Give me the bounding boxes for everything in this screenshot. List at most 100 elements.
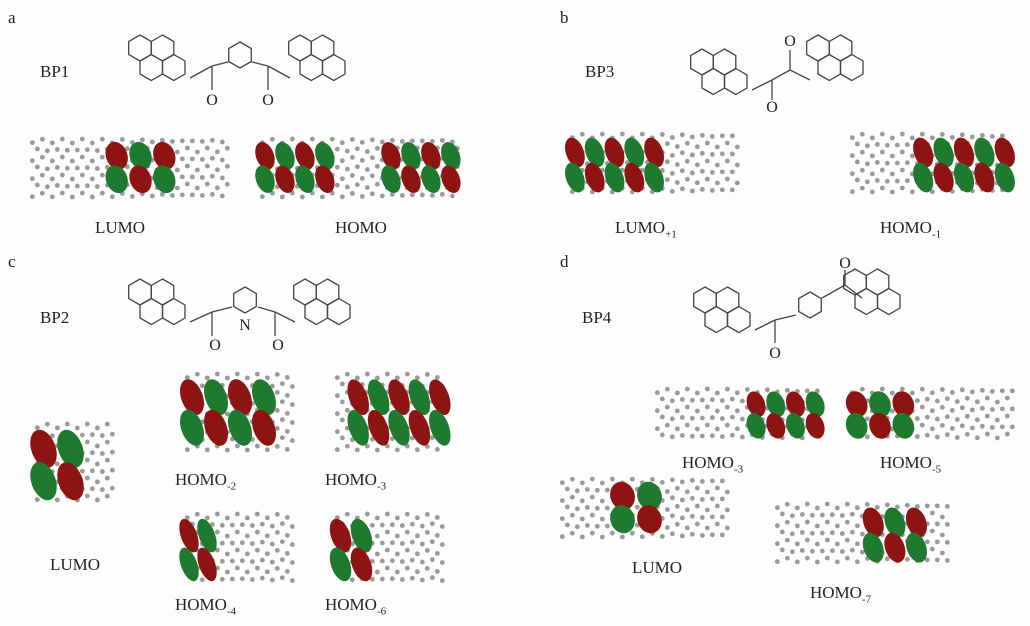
atom: [799, 548, 805, 553]
atom: [694, 408, 700, 414]
atom: [789, 513, 795, 519]
oxygen-atom-label: O: [272, 337, 284, 354]
atom: [844, 555, 850, 561]
atom: [959, 132, 965, 138]
orbital-lobe: [204, 379, 228, 416]
orbital-lobe: [994, 137, 1015, 168]
atom: [849, 547, 855, 553]
atom: [664, 489, 670, 494]
atom: [929, 546, 935, 552]
atom: [274, 390, 280, 395]
panel-b-letter: b: [560, 8, 569, 27]
atom: [284, 429, 290, 434]
atom: [649, 477, 655, 482]
atom: [659, 534, 665, 539]
atom: [149, 139, 155, 145]
atom: [884, 178, 890, 184]
orbital-lobe: [624, 162, 645, 193]
atom: [669, 495, 675, 501]
atom: [679, 150, 685, 156]
atom: [674, 485, 680, 491]
atom: [684, 176, 690, 182]
atom: [264, 447, 270, 453]
atom: [139, 137, 145, 143]
atom: [689, 513, 695, 519]
orbital-lobe: [644, 162, 664, 193]
atom: [944, 414, 950, 420]
orbital-surface: [255, 136, 461, 200]
atom: [239, 558, 245, 564]
atom: [879, 185, 885, 191]
atom: [934, 434, 940, 440]
atom: [39, 136, 45, 142]
atom: [179, 192, 185, 198]
atom: [969, 425, 975, 431]
atom: [359, 140, 365, 145]
orbital-lobe: [180, 379, 204, 416]
atom: [729, 432, 735, 438]
atom: [344, 371, 350, 377]
atom: [879, 386, 885, 392]
atom: [414, 569, 420, 575]
orbital-lobe: [637, 505, 662, 534]
atom: [944, 396, 950, 402]
atom: [834, 505, 840, 511]
atom: [689, 477, 695, 483]
atom: [109, 485, 115, 491]
orbital-surface: [849, 131, 1015, 195]
atom: [779, 529, 785, 535]
atom: [334, 182, 340, 188]
atom: [284, 569, 290, 574]
atom: [199, 383, 205, 389]
atom: [184, 515, 190, 521]
atom: [564, 504, 570, 510]
atom: [904, 502, 910, 508]
atom: [719, 133, 725, 139]
atom: [54, 461, 60, 467]
atom: [664, 386, 670, 392]
orbital-lobe: [845, 391, 868, 418]
atom: [449, 193, 455, 199]
oxygen-atom-label: O: [784, 33, 796, 50]
atom: [74, 147, 80, 153]
atom: [944, 432, 950, 438]
atom: [259, 194, 265, 200]
atom: [369, 191, 375, 197]
atom: [99, 154, 105, 160]
atom: [309, 136, 315, 142]
orbital-lobe: [388, 409, 410, 446]
atom: [184, 447, 190, 453]
atom: [639, 131, 645, 137]
atom: [994, 435, 1000, 441]
orbital-lobe: [610, 505, 635, 534]
atom: [894, 504, 900, 510]
atom: [49, 194, 55, 200]
atom: [399, 139, 405, 144]
orbital-lobe: [153, 165, 176, 194]
atom: [79, 432, 85, 438]
atom: [194, 371, 200, 377]
atom: [359, 194, 365, 199]
atom: [594, 523, 600, 529]
atom: [699, 132, 705, 138]
ring-bond: [876, 287, 901, 316]
atom: [224, 515, 230, 521]
atom: [569, 494, 575, 500]
atom: [204, 163, 210, 169]
atom: [434, 447, 440, 452]
orbital-lobe: [197, 518, 217, 553]
atom: [739, 398, 745, 404]
atom: [594, 505, 600, 511]
atom: [849, 153, 855, 159]
atom: [69, 194, 75, 200]
atom: [284, 393, 290, 398]
atom: [334, 429, 340, 435]
atom: [364, 443, 370, 449]
atom: [49, 140, 55, 146]
atom: [89, 486, 95, 492]
atom: [559, 498, 565, 504]
atom: [774, 523, 780, 529]
atom: [84, 183, 90, 189]
